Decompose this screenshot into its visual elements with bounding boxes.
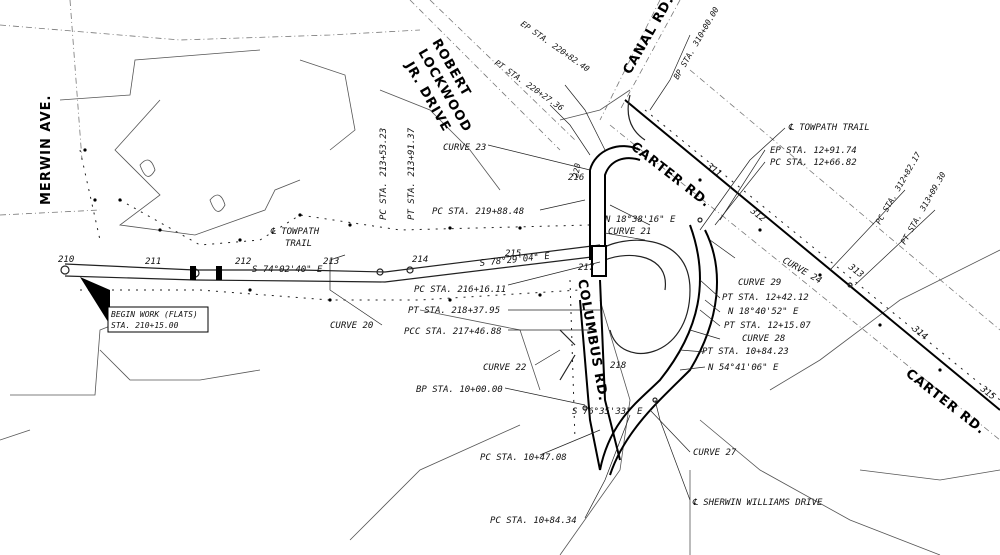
station-220: 220 (571, 162, 582, 178)
station-213: 213 (323, 257, 339, 267)
n18-38-bearing: N 18°38'16" E (604, 215, 676, 225)
station-218: 218 (610, 361, 626, 371)
begin-work-text-1: BEGIN WORK (FLATS) (111, 310, 198, 319)
curve-28-label: CURVE 28 (742, 334, 785, 344)
n54-bearing: N 54°41'06" E (707, 363, 779, 373)
station-314: 314 (909, 324, 929, 343)
station-215: 215 (505, 249, 521, 259)
pt-sta-1215: PT STA. 12+15.07 (724, 321, 811, 331)
leader-lines (329, 34, 936, 519)
sherwin-williams-label: ℄ SHERWIN WILLIAMS DRIVE (692, 498, 823, 508)
station-312: 312 (747, 206, 767, 225)
carter-rd-lower-label: CARTER RD. (903, 366, 989, 438)
ep-sta-1291: EP STA. 12+91.74 (770, 146, 857, 156)
towpath-trail (60, 149, 601, 325)
canal-rd-corridor (409, 0, 681, 151)
pc-sta-213: PC STA. 213+53.23 (379, 128, 389, 220)
columbus-rd-label: COLUMBUS RD. (574, 278, 610, 403)
begin-work-box (107, 306, 209, 333)
bp-sta-310: BP STA. 310+00.00 (672, 5, 721, 81)
curve-23-label: CURVE 23 (443, 143, 486, 153)
merwin-ave-label: MERWIN AVE. (39, 95, 54, 205)
station-211: 211 (145, 257, 161, 267)
pc-sta-1047: PC STA. 10+47.08 (480, 453, 567, 463)
curve-22-label: CURVE 22 (483, 363, 526, 373)
begin-work-text-2: STA. 210+15.00 (111, 321, 179, 330)
pt-sta-218: PT STA. 218+37.95 (408, 306, 500, 316)
pc-sta-1084: PC STA. 10+84.34 (490, 516, 577, 526)
curve-29-label: CURVE 29 (738, 278, 781, 288)
towpath-trail-label-1: ℄ TOWPATH (270, 227, 320, 237)
towpath-trail-label-2: TRAIL (285, 239, 312, 249)
columbus-rd-loop (559, 145, 718, 476)
station-217: 217 (578, 263, 595, 273)
pcc-sta-217: PCC STA. 217+46.88 (404, 327, 502, 337)
pt-sta-213: PT STA. 213+91.37 (407, 127, 417, 220)
bp-sta-10: BP STA. 10+00.00 (416, 385, 503, 395)
s76-bearing: S 76°35'33" E (572, 407, 643, 417)
station-markers (83, 148, 942, 411)
pc-sta-1266: PC STA. 12+66.82 (770, 158, 857, 168)
curve-24-label: CURVE 24 (781, 256, 824, 286)
station-210: 210 (58, 255, 74, 265)
station-216: 216 (568, 173, 584, 183)
n18-40-bearing: N 18°40'52" E (727, 307, 799, 317)
pt-sta-220: PT STA. 220+27.36 (493, 58, 565, 112)
curve-27-label: CURVE 27 (693, 448, 737, 458)
carter-rd-corridor (609, 69, 1000, 441)
pc-sta-219: PC STA. 219+88.48 (432, 207, 524, 217)
curve-20-label: CURVE 20 (330, 321, 373, 331)
bearing-s74: S 74°02'40" E (252, 265, 323, 275)
pt-sta-1084: PT STA. 10+84.23 (702, 347, 789, 357)
station-311: 311 (703, 161, 723, 180)
station-313: 313 (845, 262, 865, 281)
ep-sta-220: EP STA. 220+82.40 (519, 19, 591, 73)
station-214: 214 (412, 255, 428, 265)
station-212: 212 (235, 257, 251, 267)
towpath-trail-right: ℄ TOWPATH TRAIL (788, 123, 870, 133)
curve-21-label: CURVE 21 (608, 227, 651, 237)
pc-sta-216: PC STA. 216+16.11 (414, 285, 506, 295)
pt-sta-1242: PT STA. 12+42.12 (722, 293, 809, 303)
carter-rd-upper-label: CARTER RD. (628, 139, 714, 211)
canal-rd-label: CANAL RD. (620, 0, 677, 77)
